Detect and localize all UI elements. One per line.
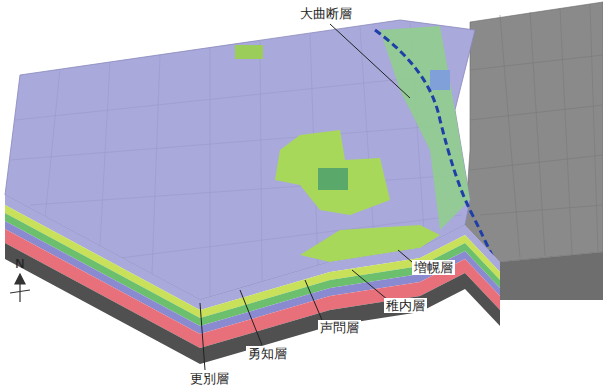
north-arrow: [10, 274, 30, 302]
layer-band: [5, 243, 500, 364]
terrain-grid: [470, 4, 603, 258]
compass-label: N: [13, 256, 27, 271]
stratum-label: 増幌層: [412, 260, 455, 275]
terrain-side: [500, 252, 603, 300]
stratum-label: 稚内層: [384, 298, 427, 313]
fault-trace: [375, 30, 495, 262]
green-patches: [235, 26, 470, 262]
stratum-label: 更別層: [188, 371, 231, 386]
stratum-label: 声問層: [318, 320, 361, 335]
terrain-surface: [465, 2, 603, 262]
stratum-label: 大曲断層: [298, 6, 354, 21]
leader-lines: [200, 24, 412, 370]
stratum-label: 勇知層: [246, 346, 289, 361]
